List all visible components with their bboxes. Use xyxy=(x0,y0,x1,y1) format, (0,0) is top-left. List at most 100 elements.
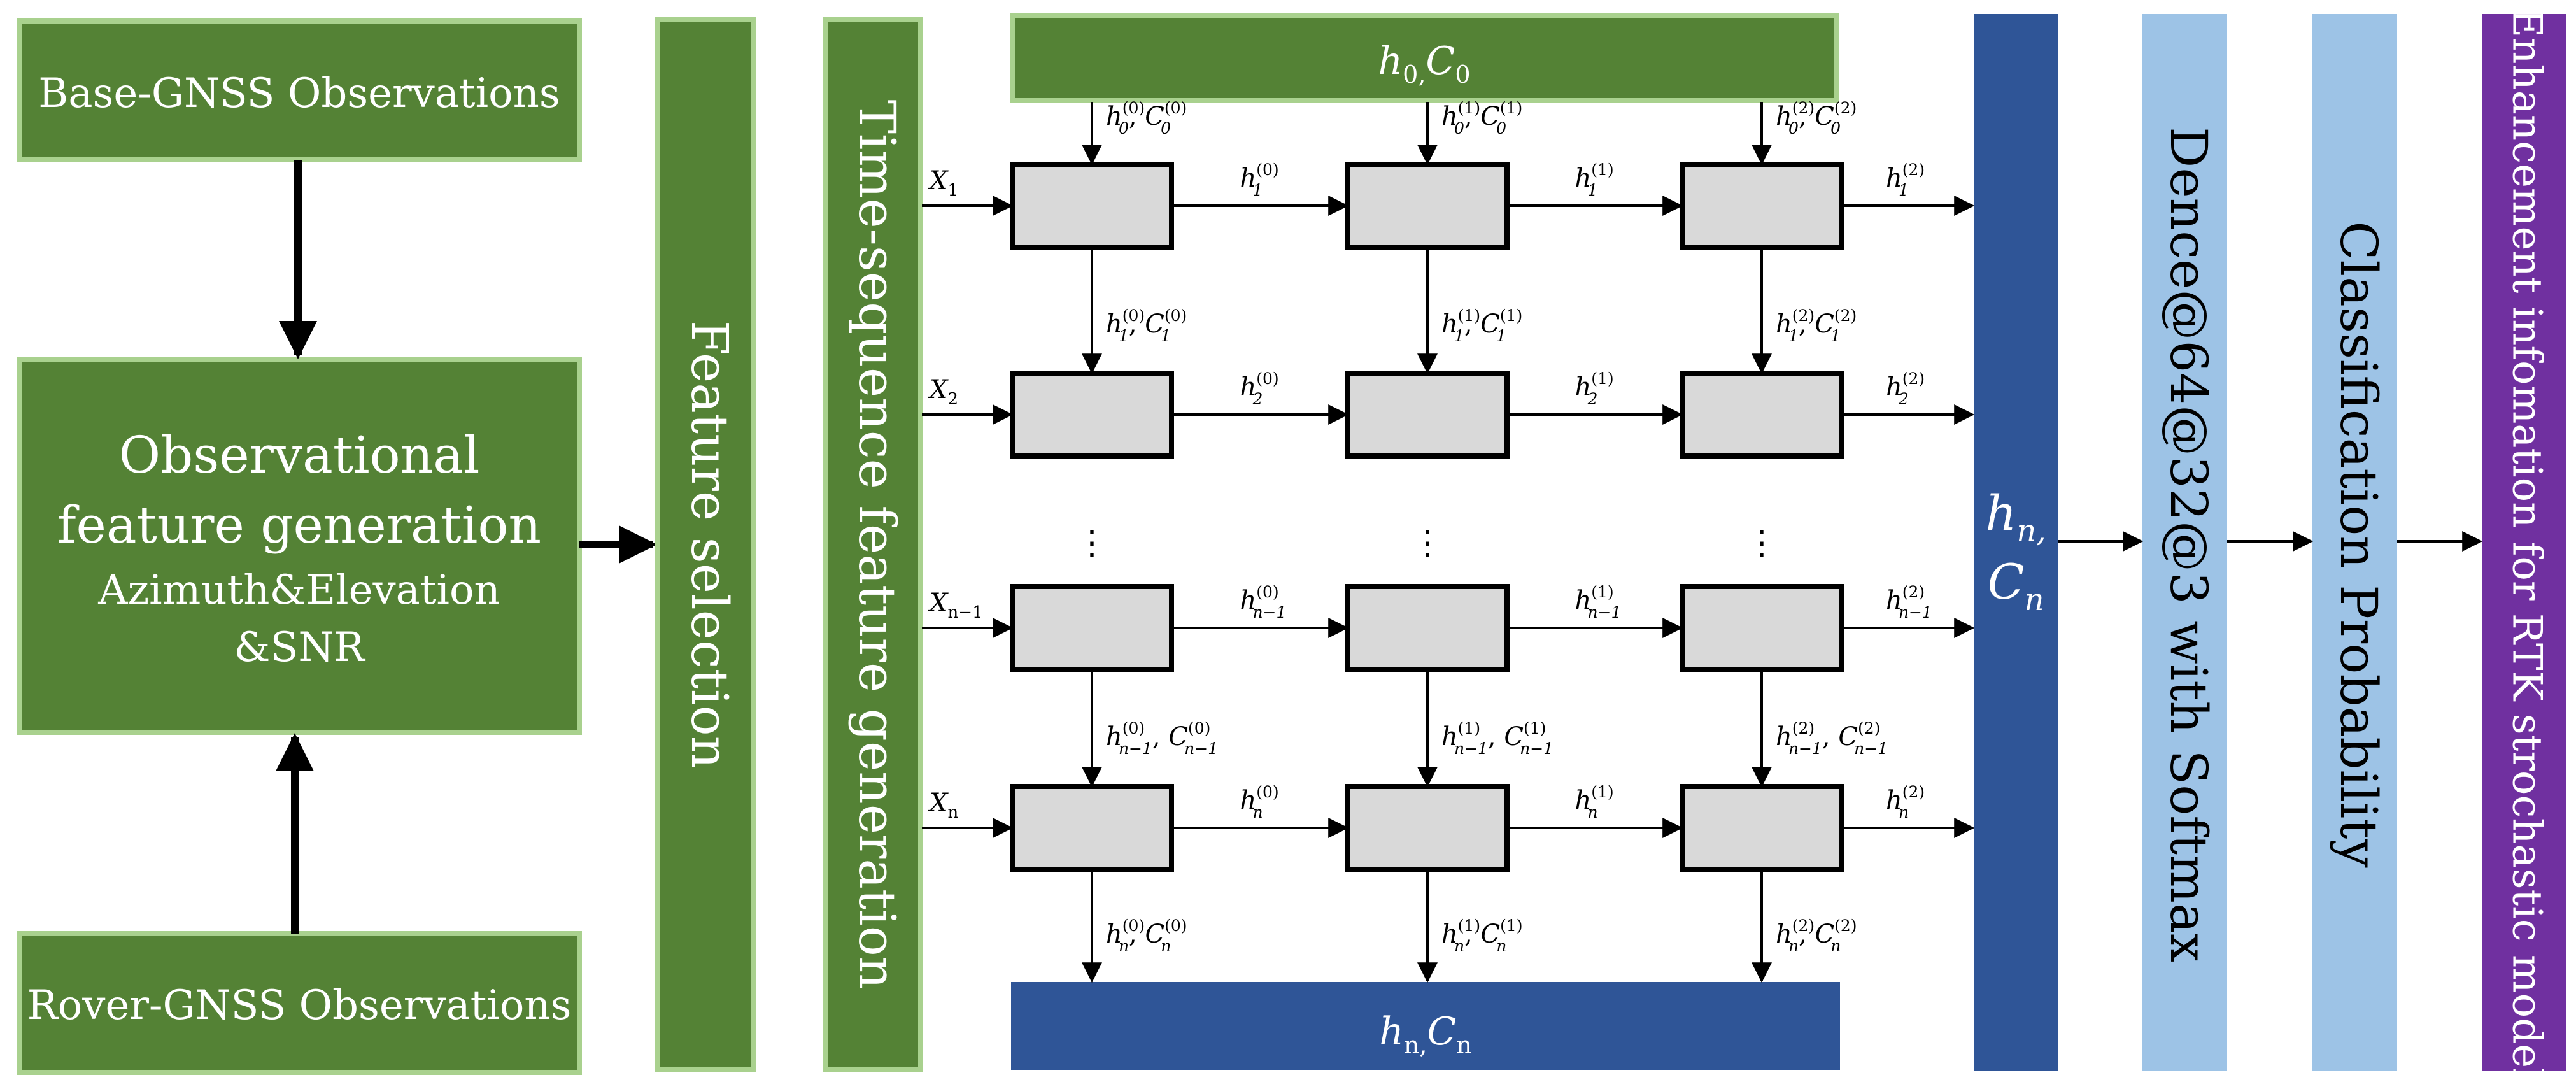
input-label-0-main: X xyxy=(928,166,949,196)
init-label-c1-sup: (1) xyxy=(1458,99,1480,117)
hidden-label-r3-c2: h(2)n xyxy=(1886,783,1925,822)
vert-label-b-c0-c-sub: n−1 xyxy=(1184,739,1218,758)
hidden-label-r1-c0-sup: (0) xyxy=(1256,369,1278,388)
vert-label-a-c1-c-sup: (1) xyxy=(1500,306,1522,325)
vert-label-b-c2-h: h xyxy=(1776,722,1792,751)
input-label-3: Xn xyxy=(928,788,958,822)
init-label-c0-sub: 0 xyxy=(1119,119,1129,138)
vert-label-a-c0-c: C xyxy=(1145,310,1164,339)
final-label-c1-c-sup: (1) xyxy=(1500,916,1522,935)
input-label-1-main: X xyxy=(928,375,949,404)
final-label-c1-c: C xyxy=(1480,920,1500,949)
init-label-c2-c: C xyxy=(1815,102,1834,131)
output-state-c: Cn xyxy=(1987,553,2044,618)
hidden-label-r2-c1-sup: (1) xyxy=(1591,583,1613,601)
initial-state-c-sub: 0 xyxy=(1455,60,1470,89)
output-state-h-main: h xyxy=(1985,485,2016,541)
vert-label-b-c2-c-sup: (2) xyxy=(1858,719,1880,737)
hidden-label-r2-c2-h: h xyxy=(1886,586,1902,615)
final-label-c1-h: h xyxy=(1441,920,1458,949)
hidden-label-r1-c1-h: h xyxy=(1575,373,1592,402)
observational-feature-box xyxy=(17,357,582,735)
final-label-c2-c-sup: (2) xyxy=(1834,916,1857,935)
hidden-label-r3-c0-sup: (0) xyxy=(1256,783,1278,801)
lstm-cell-r0-c0 xyxy=(1010,162,1174,250)
init-label-c1: h(1)0, C(1)0 xyxy=(1441,99,1522,138)
time-sequence-bar xyxy=(823,17,923,1072)
hidden-label-r2-c2: h(2)n−1 xyxy=(1886,583,1932,622)
hidden-label-r0-c2: h(2)1 xyxy=(1886,160,1925,199)
vert-label-b-c0-sup: (0) xyxy=(1122,719,1145,737)
vert-label-a-c1-c-sub: 1 xyxy=(1496,327,1506,345)
init-label-c2-c-sub: 0 xyxy=(1830,119,1841,138)
init-label-c1-c: C xyxy=(1480,102,1500,131)
final-label-c2-c: C xyxy=(1815,920,1834,949)
input-label-3-main: X xyxy=(928,788,949,818)
lstm-cell-r2-c0 xyxy=(1010,584,1174,672)
final-label-c0-c-sup: (0) xyxy=(1164,916,1187,935)
initial-state-h: h xyxy=(1378,39,1403,83)
final-label-c0-comma: , xyxy=(1129,920,1145,949)
vert-label-a-c0-c-sup: (0) xyxy=(1164,306,1187,325)
hidden-label-r0-c0-h: h xyxy=(1240,164,1257,193)
lstm-cell-r0-c2 xyxy=(1680,162,1844,250)
final-label-c0: h(0)n, C(0)n xyxy=(1106,916,1187,955)
hidden-label-r0-c2-sub: 1 xyxy=(1899,181,1909,199)
init-label-c2: h(2)0, C(2)0 xyxy=(1776,99,1857,138)
hidden-label-r2-c1-h: h xyxy=(1575,586,1592,615)
output-state-h: hn, xyxy=(1985,485,2046,549)
final-label-c1-comma: , xyxy=(1464,920,1480,949)
hidden-label-r1-c0-sub: 2 xyxy=(1252,390,1263,408)
input-label-0-sub: 1 xyxy=(947,181,958,200)
lstm-cell-r2-c2 xyxy=(1680,584,1844,672)
feature-selection-bar xyxy=(655,17,756,1072)
ellipsis-c2: ⋮ xyxy=(1745,524,1778,562)
final-label-c2: h(2)n, C(2)n xyxy=(1776,916,1857,955)
init-label-c0-c-sup: (0) xyxy=(1164,99,1187,117)
final-state-c: C xyxy=(1427,1009,1456,1054)
vert-label-b-c0-sub: n−1 xyxy=(1119,739,1152,758)
final-state-h-sub: n, xyxy=(1404,1031,1427,1059)
feature-selection-label: Feature selection xyxy=(680,320,739,769)
final-label-c0-c: C xyxy=(1145,920,1164,949)
init-label-c1-c-sub: 0 xyxy=(1496,119,1506,138)
lstm-cell-r3-c0 xyxy=(1010,784,1174,872)
ellipsis-c0: ⋮ xyxy=(1075,524,1108,562)
initial-state-c: C xyxy=(1426,39,1455,83)
hidden-label-r2-c0-sup: (0) xyxy=(1256,583,1278,601)
dense-bar xyxy=(2142,14,2227,1071)
final-label-c1-sup: (1) xyxy=(1458,916,1480,935)
hidden-label-r2-c2-sub: n−1 xyxy=(1899,603,1932,622)
vert-label-b-c0-c: C xyxy=(1168,722,1188,751)
obs-feature-line2: feature generation xyxy=(57,495,541,555)
hidden-label-r3-c0-sub: n xyxy=(1252,803,1263,822)
hidden-label-r3-c1-sup: (1) xyxy=(1591,783,1613,801)
vert-label-a-c1: h(1)1, C(1)1 xyxy=(1441,306,1522,345)
init-label-c0-h: h xyxy=(1106,102,1122,131)
vert-label-b-c1-sub: n−1 xyxy=(1454,739,1488,758)
hidden-label-r0-c1-sub: 1 xyxy=(1587,181,1597,199)
vert-label-b-c1-comma: , xyxy=(1488,722,1504,751)
init-label-c1-c-sup: (1) xyxy=(1500,99,1522,117)
vert-label-a-c2-sub: 1 xyxy=(1788,327,1799,345)
vert-label-a-c2-h: h xyxy=(1776,310,1792,339)
hidden-label-r0-c1-sup: (1) xyxy=(1591,160,1613,179)
obs-feature-line1: Observational xyxy=(118,425,479,485)
classification-bar xyxy=(2312,14,2397,1071)
vert-label-a-c0-c-sub: 1 xyxy=(1161,327,1171,345)
initial-state-box xyxy=(1010,13,1839,103)
final-label-c2-h: h xyxy=(1776,920,1792,949)
output-state-c-main: C xyxy=(1987,553,2024,610)
input-label-2: Xn−1 xyxy=(928,588,983,622)
vert-label-a-c2-c-sub: 1 xyxy=(1830,327,1841,345)
output-state-bar xyxy=(1974,14,2058,1071)
vert-label-a-c0-comma: , xyxy=(1129,310,1145,339)
enhancement-label: Enhancement infomation for RTK strochast… xyxy=(2503,8,2551,1081)
lstm-cell-r0-c1 xyxy=(1345,162,1510,250)
init-label-c2-h: h xyxy=(1776,102,1792,131)
vert-label-b-c2-sup: (2) xyxy=(1792,719,1815,737)
vert-label-a-c1-sup: (1) xyxy=(1458,306,1480,325)
vert-label-b-c1-c-sub: n−1 xyxy=(1520,739,1553,758)
obs-feature-line4: &SNR xyxy=(234,624,366,671)
ellipsis-c1: ⋮ xyxy=(1411,524,1444,562)
